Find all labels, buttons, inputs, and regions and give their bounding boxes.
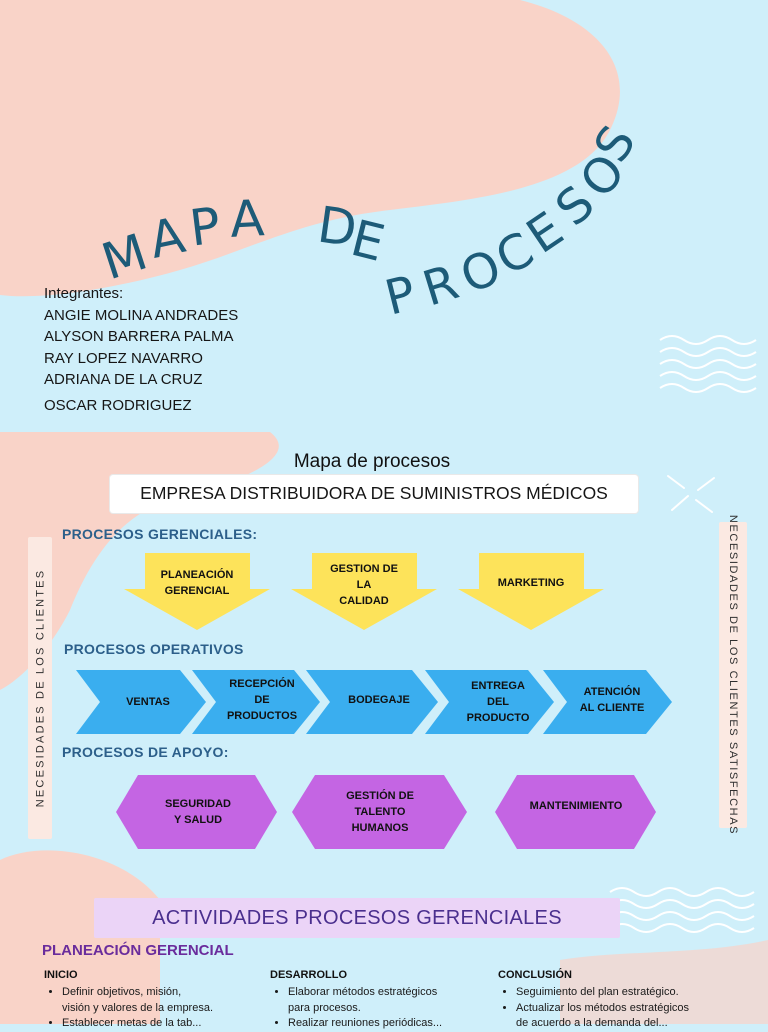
right-side-box — [719, 522, 747, 828]
peach-blob-top — [0, 0, 620, 297]
list-item: Definir objetivos, misión, visión y valo… — [62, 985, 254, 1016]
chevron-shape-atencion — [543, 670, 672, 734]
section-label-apoyo: PROCESOS DE APOYO: — [62, 744, 229, 760]
process-entrega-producto: ENTREGA DEL PRODUCTO — [466, 680, 530, 724]
process-bodegaje: BODEGAJE — [348, 694, 410, 706]
hexagon-shape-talento — [292, 775, 467, 849]
wave-lines-right — [659, 335, 757, 393]
chevron-shape-recepcion — [192, 670, 320, 734]
column-heading: INICIO — [44, 969, 78, 981]
list-item: Actualizar los métodos estratégicos de a… — [516, 1001, 738, 1032]
process-atencion-cliente: ATENCIÓN AL CLIENTE — [579, 686, 645, 714]
section-label-operativos: PROCESOS OPERATIVOS — [64, 641, 244, 657]
member-name: ADRIANA DE LA CRUZ — [44, 371, 203, 388]
column-conclusion: CONCLUSIÓN Seguimiento del plan estratég… — [498, 969, 738, 1032]
members-block: Integrantes: ANGIE MOLINA ANDRADES ALYSO… — [44, 283, 238, 416]
hexagon-shape-seguridad — [116, 775, 277, 849]
planeacion-title: PLANEACIÓN GERENCIAL — [42, 942, 234, 959]
section-label-gerenciales: PROCESOS GERENCIALES: — [62, 526, 258, 542]
activities-banner: ACTIVIDADES PROCESOS GERENCIALES — [94, 898, 620, 938]
arrow-shape-planeacion — [124, 553, 270, 630]
wave-lines-bottom — [609, 887, 755, 933]
company-banner: EMPRESA DISTRIBUIDORA DE SUMINISTROS MÉD… — [110, 475, 638, 513]
member-name: ALYSON BARRERA PALMA — [44, 328, 234, 345]
peach-blob-middle — [0, 432, 279, 690]
process-gestion-calidad: GESTION DE LA CALIDAD — [330, 563, 398, 607]
member-name: ANGIE MOLINA ANDRADES — [44, 306, 239, 324]
arrow-shape-marketing — [458, 553, 604, 630]
process-recepcion-productos: RECEPCIÓN DE PRODUCTOS — [226, 678, 298, 722]
members-label: Integrantes: — [44, 285, 124, 302]
list-item: Elaborar métodos estratégicos para proce… — [288, 985, 485, 1016]
process-marketing: MARKETING — [497, 577, 565, 589]
list-item: Seguimiento del plan estratégico. — [516, 985, 738, 1001]
process-seguridad-salud: SEGURIDAD Y SALUD — [164, 798, 231, 826]
process-planeacion-gerencial: PLANEACIÓN GERENCIAL — [160, 569, 234, 597]
chevron-shape-bodegaje — [306, 670, 438, 734]
sparkle-icon — [667, 475, 715, 513]
column-heading: CONCLUSIÓN — [498, 969, 572, 981]
column-desarrollo: DESARROLLO Elaborar métodos estratégicos… — [270, 969, 485, 1032]
chevron-shape-ventas — [76, 670, 206, 734]
peach-blob-bottom — [0, 850, 160, 1024]
chevron-shape-entrega — [425, 670, 554, 734]
peach-blob-bottom-right — [560, 940, 768, 1024]
column-inicio: INICIO Definir objetivos, misión, visión… — [44, 969, 254, 1032]
map-title: Mapa de procesos — [293, 451, 451, 472]
arrow-shape-calidad — [291, 553, 437, 630]
column-heading: DESARROLLO — [270, 969, 347, 981]
hexagon-shape-mantenimiento — [495, 775, 656, 849]
member-name: RAY LOPEZ NAVARRO — [44, 349, 203, 367]
left-side-box — [28, 537, 52, 839]
process-gestion-talento: GESTIÓN DE TALENTO HUMANOS — [346, 790, 414, 834]
process-mantenimiento: MANTENIMIENTO — [529, 800, 623, 812]
member-name: OSCAR RODRIGUEZ — [44, 396, 192, 414]
process-ventas: VENTAS — [126, 696, 170, 708]
